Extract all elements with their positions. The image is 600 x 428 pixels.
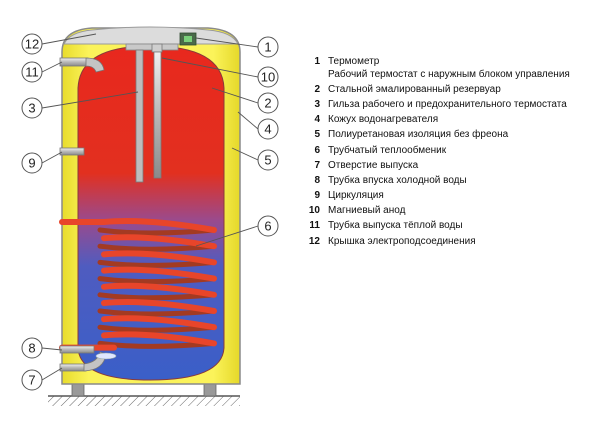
legend-text: Трубчатый теплообменик — [328, 144, 447, 156]
cold-water-inlet-pipe — [59, 345, 95, 354]
legend-number: 5 — [314, 129, 320, 141]
svg-text:8: 8 — [28, 341, 35, 356]
legend-number: 9 — [314, 190, 320, 202]
coil-turn-back — [97, 324, 217, 333]
legend-number: 10 — [308, 205, 320, 217]
coil-turn-back — [97, 292, 217, 301]
callout-2: 2 — [257, 92, 279, 114]
callout-8: 8 — [21, 337, 43, 359]
legend-text: Кожух водонагревателя — [328, 114, 439, 126]
svg-text:10: 10 — [261, 70, 275, 85]
legend-item-5: 5 Полиуретановая изоляция без фреона — [300, 129, 596, 142]
callout-12: 12 — [21, 33, 43, 55]
coil-turn — [101, 315, 217, 331]
floor — [48, 395, 240, 406]
legend-number: 7 — [314, 159, 320, 171]
coil-turn — [101, 234, 217, 250]
legend-text: Трубка выпуска тёплой воды — [328, 220, 463, 232]
legend-item-2: 2 Стальной эмалированный резервуар — [300, 84, 596, 97]
legend-item-3: 3 Гильза рабочего и предохранительного те… — [300, 99, 596, 112]
legend: 1 Термометр Рабочий термостат с наружным… — [300, 56, 596, 251]
coil-turn-back — [97, 276, 217, 285]
svg-text:9: 9 — [28, 156, 35, 171]
callout-9: 9 — [21, 152, 43, 174]
callout-1: 1 — [257, 36, 279, 58]
svg-text:11: 11 — [25, 65, 39, 80]
legend-number: 1 — [314, 56, 320, 67]
legend-number: 8 — [314, 174, 320, 186]
thermostat-sleeve — [135, 49, 144, 183]
svg-text:4: 4 — [264, 122, 271, 137]
foot-left — [71, 383, 85, 397]
legend-item-11: 11 Трубка выпуска тёплой воды — [300, 220, 596, 233]
legend-text: Термометр Рабочий термостат с наружным б… — [328, 56, 596, 81]
legend-text: Магниевый анод — [328, 205, 406, 217]
svg-text:7: 7 — [28, 373, 35, 388]
inlet-diffuser — [95, 352, 117, 360]
svg-text:3: 3 — [28, 101, 35, 116]
svg-text:1: 1 — [264, 40, 271, 55]
legend-number: 3 — [314, 98, 320, 110]
callout-6: 6 — [257, 215, 279, 237]
legend-item-12: 12 Крышка электроподсоединения — [300, 236, 596, 249]
legend-text: Полиуретановая изоляция без фреона — [328, 129, 509, 141]
coil-turn — [101, 331, 217, 347]
coil-turn-back — [97, 340, 217, 349]
legend-item-6: 6 Трубчатый теплообменик — [300, 145, 596, 158]
coil-turn — [59, 218, 217, 233]
hot-water-outlet-pipe — [59, 57, 105, 73]
callout-4: 4 — [257, 118, 279, 140]
legend-text-line: Рабочий термостат с наружным блоком упра… — [328, 68, 570, 80]
legend-number: 12 — [308, 235, 320, 247]
circulation-pipe — [59, 147, 85, 156]
svg-text:12: 12 — [25, 37, 39, 52]
legend-item-9: 9 Циркуляция — [300, 190, 596, 203]
foot-right — [203, 383, 217, 397]
svg-text:5: 5 — [264, 153, 271, 168]
callout-markers: 12 11 3 9 8 7 1 10 2 4 5 6 — [21, 33, 279, 391]
coil-turn-back — [97, 243, 217, 252]
legend-number: 6 — [314, 144, 320, 156]
coil-turn — [101, 299, 217, 314]
legend-text: Гильза рабочего и предохранительного тер… — [328, 98, 567, 110]
callout-10: 10 — [257, 66, 279, 88]
coil-turn — [101, 250, 217, 266]
coil-turn-back — [97, 227, 217, 236]
svg-text:2: 2 — [264, 96, 271, 111]
coil-turn-back — [97, 308, 217, 317]
svg-text:6: 6 — [264, 219, 271, 234]
legend-text: Крышка электроподсоединения — [328, 235, 476, 247]
heat-exchanger-coil — [59, 218, 217, 351]
legend-number: 4 — [314, 114, 320, 126]
legend-text-line: Термометр — [328, 56, 380, 67]
legend-text: Стальной эмалированный резервуар — [328, 83, 501, 95]
callout-3: 3 — [21, 97, 43, 119]
legend-text: Отверстие выпуска — [328, 159, 419, 171]
callout-7: 7 — [21, 369, 43, 391]
legend-item-7: 7 Отверстие выпуска — [300, 160, 596, 173]
legend-number: 2 — [314, 83, 320, 95]
legend-item-8: 8 Трубка впуска холодной воды — [300, 175, 596, 188]
legend-item-10: 10 Магниевый анод — [300, 205, 596, 218]
coil-turn — [101, 282, 217, 298]
legend-text: Трубка впуска холодной воды — [328, 174, 467, 186]
legend-text: Циркуляция — [328, 190, 384, 202]
callout-11: 11 — [21, 61, 43, 83]
legend-number: 11 — [309, 220, 320, 232]
coil-turn — [101, 266, 217, 282]
coil-turn-back — [97, 259, 217, 268]
magnesium-anode — [151, 43, 163, 179]
legend-item-4: 4 Кожух водонагревателя — [300, 114, 596, 127]
legend-item-1: 1 Термометр Рабочий термостат с наружным… — [300, 56, 596, 81]
callout-5: 5 — [257, 149, 279, 171]
leader-lines — [41, 33, 259, 381]
